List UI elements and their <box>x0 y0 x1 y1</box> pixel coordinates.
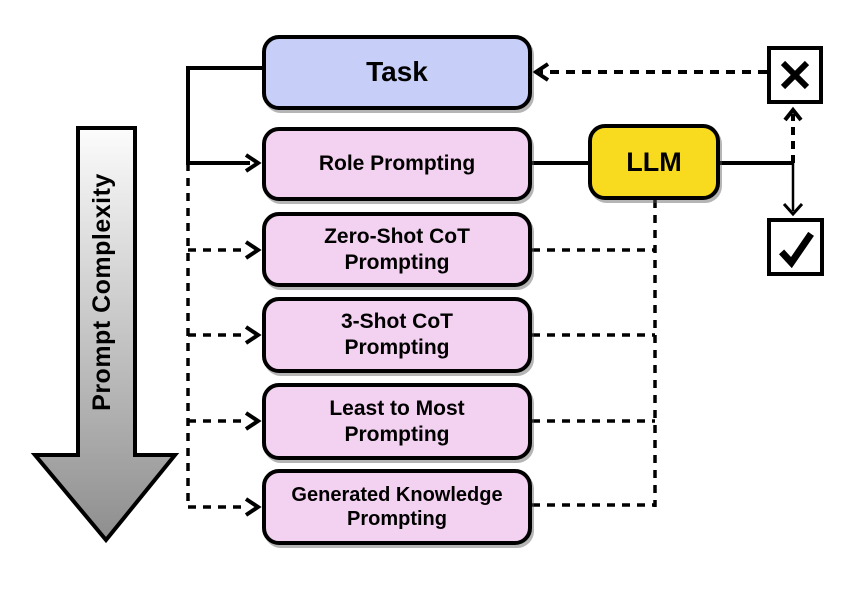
edge-junction-to-x-arrowhead <box>783 106 803 122</box>
edge-branch-least-to-most-arrowhead <box>244 411 262 431</box>
edge-branch-three-shot-arrowhead <box>244 325 262 345</box>
node-llm: LLM <box>588 124 720 200</box>
edge-branch-zero-shot-arrowhead <box>244 240 262 260</box>
edge-task-to-role-arrowhead <box>244 153 262 173</box>
prompt-complexity-label: Prompt Complexity <box>88 173 116 411</box>
check-mark-icon <box>778 231 814 268</box>
node-task: Task <box>262 35 532 110</box>
edge-junction-to-check-arrowhead <box>782 202 804 217</box>
node-least-to-most-prompting: Least to Most Prompting <box>262 383 532 460</box>
x-mark-icon <box>780 60 810 90</box>
edge-branch-generated-arrowhead <box>244 497 262 517</box>
incorrect-result-box <box>767 46 823 104</box>
node-3-shot-cot-prompting: 3-Shot CoT Prompting <box>262 297 532 373</box>
node-role-prompting: Role Prompting <box>262 127 532 201</box>
correct-result-box <box>767 218 824 276</box>
node-zero-shot-cot-prompting: Zero-Shot CoT Prompting <box>262 212 532 287</box>
edge-x-to-task-arrowhead <box>532 62 550 82</box>
node-generated-knowledge-prompting: Generated Knowledge Prompting <box>262 469 532 545</box>
edge-task-to-role <box>186 66 262 165</box>
